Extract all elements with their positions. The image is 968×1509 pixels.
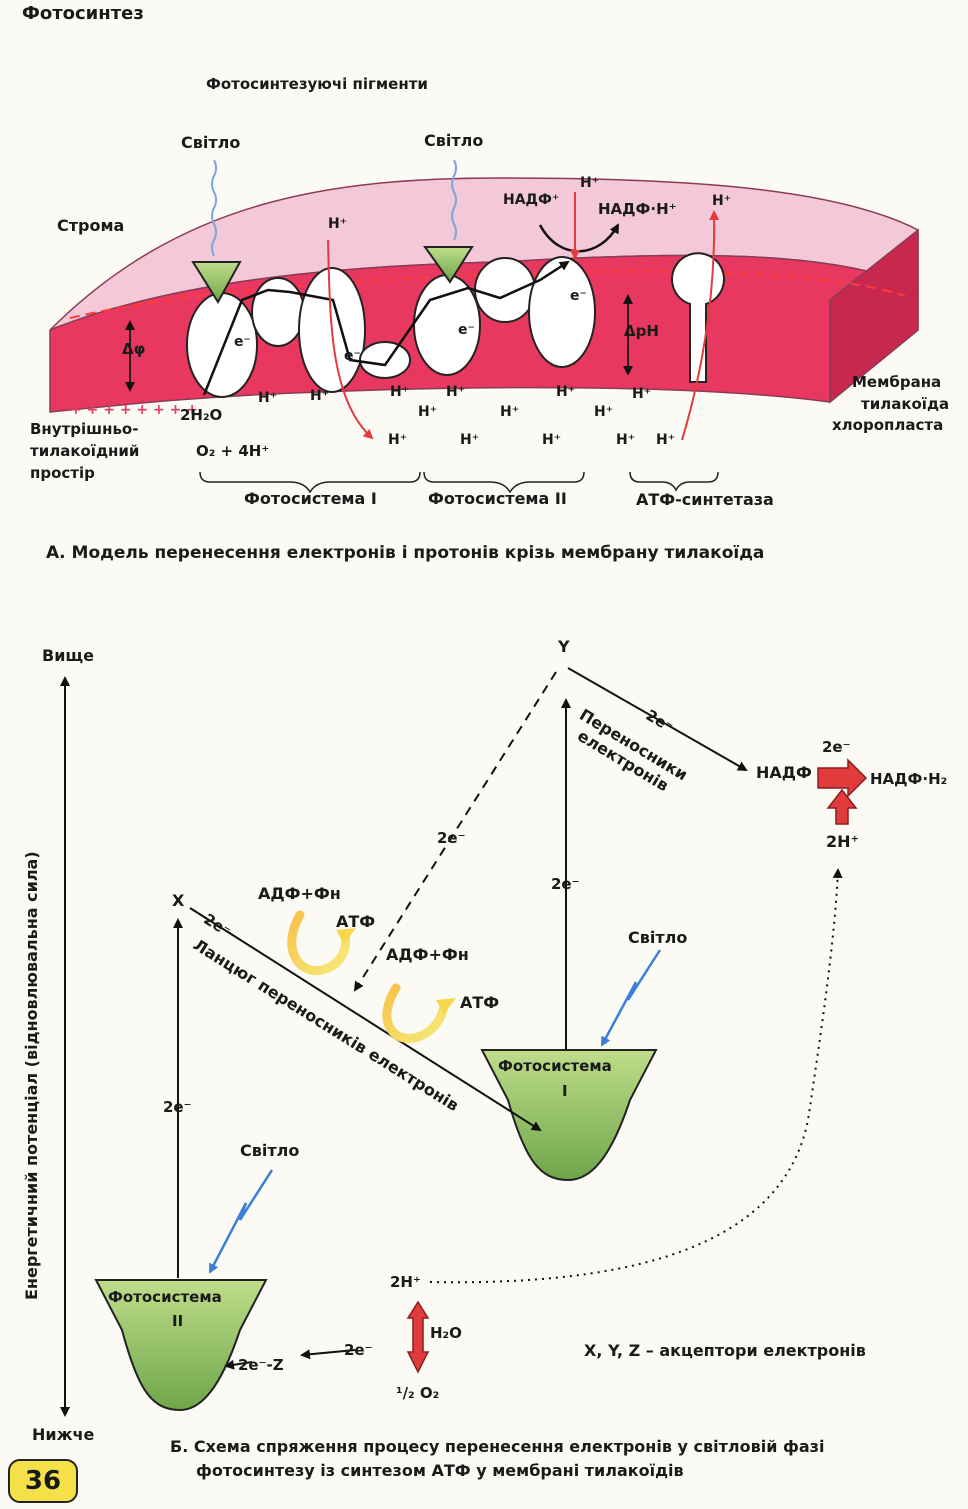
section-braces: [199, 471, 719, 494]
acceptor-y: Y: [558, 637, 570, 656]
inner-space-label: простір: [30, 464, 95, 482]
electron-transfer-arrows: [173, 667, 748, 1370]
water-label: 2H₂O: [180, 406, 223, 424]
nadp-red-arrows: [817, 758, 868, 825]
water-label: H₂O: [430, 1324, 462, 1342]
h-plus-label: Н⁺: [616, 432, 636, 448]
electron-label: e⁻: [234, 334, 251, 350]
atp-cycle-arrowheads: [336, 928, 456, 1014]
atp-synthase-label: АТФ-синтетаза: [636, 490, 774, 509]
two-protons-label: 2H⁺: [826, 832, 859, 851]
photosystem-2-cup: [94, 1279, 268, 1412]
two-electrons-label: 2e⁻: [551, 875, 580, 893]
axis-higher-label: Вище: [42, 646, 94, 665]
gradient-markers: [125, 294, 633, 392]
atp-label-1: АТФ: [336, 912, 376, 931]
water-red-arrow: [406, 1300, 430, 1374]
light-label-ps2: Світло: [240, 1141, 300, 1160]
h-plus-label: Н⁺: [460, 432, 480, 448]
svg-text:+ + + + +: + + + + +: [585, 368, 663, 384]
two-e-z-label: 2e⁻-Z: [238, 1356, 284, 1374]
photosystem-1-cup: [480, 1049, 658, 1182]
nadp-label: НАДФ⁺: [503, 192, 560, 208]
adp-label-1: АДФ+Фн: [258, 884, 341, 903]
h-plus-label: Н⁺: [632, 386, 652, 402]
electron-label: e⁻: [570, 288, 587, 304]
h-plus-label: Н⁺: [656, 432, 676, 448]
electron-label: e⁻: [344, 348, 361, 364]
stroma-label: Строма: [57, 216, 125, 235]
two-protons-label: 2H⁺: [390, 1273, 421, 1291]
light-label-1: Світло: [181, 133, 241, 152]
photosystem-2-label: Фотосистема II: [428, 489, 567, 508]
oxygen-label: ¹/₂ O₂: [396, 1384, 440, 1402]
photosystem-2-title: Фотосистема: [108, 1288, 222, 1306]
svg-text:+ +: + +: [492, 366, 520, 382]
membrane-label: Мембрана: [852, 373, 942, 391]
caption-b-line2: фотосинтезу із синтезом АТФ у мембрані т…: [196, 1461, 684, 1480]
two-electrons-label: 2e⁻: [163, 1098, 192, 1116]
membrane-plus-signs: + + + + + + + + + + + + + + + + +: [70, 366, 663, 418]
h-plus-label: Н⁺: [258, 390, 278, 406]
oxygen-label: O₂ + 4H⁺: [196, 442, 270, 460]
light-label-2: Світло: [424, 131, 484, 150]
proton-flow-arrows: [327, 192, 720, 441]
page-number: 36: [8, 1459, 78, 1503]
h-plus-label: Н⁺: [594, 404, 614, 420]
delta-ph-label: ΔpH: [624, 322, 659, 340]
adp-label-2: АДФ+Фн: [386, 945, 469, 964]
electron-label: e⁻: [458, 322, 475, 338]
two-electrons-label: 2e⁻: [437, 829, 466, 847]
h-plus-label: Н⁺: [712, 193, 732, 209]
delta-phi-label: Δφ: [122, 340, 146, 358]
h-plus-label: Н⁺: [388, 432, 408, 448]
pigments-label: Фотосинтезуючі пігменти: [206, 75, 428, 93]
nadph2-label: НАДФ·Н₂: [870, 770, 948, 788]
two-electrons-label: 2e⁻: [822, 738, 851, 756]
membrane-label: тилакоїда: [861, 395, 950, 413]
atp-cycle-arrows: [287, 910, 449, 1043]
inner-space-label: тилакоїдний: [30, 442, 140, 460]
h-plus-label: Н⁺: [390, 384, 410, 400]
inner-space-label: Внутрішньо-: [30, 420, 139, 438]
light-lightning: [208, 949, 662, 1274]
light-wavy-lines-a: [211, 159, 457, 257]
membrane-label: хлоропласта: [832, 416, 944, 434]
photosystem-1-label: Фотосистема I: [244, 489, 377, 508]
acceptor-x: X: [172, 891, 185, 910]
nadp-label: НАДФ: [756, 763, 812, 782]
energy-axis-label: Енергетичний потенціал (відновлювальна с…: [22, 851, 41, 1300]
h-plus-label: Н⁺: [418, 404, 438, 420]
h-plus-label: Н⁺: [310, 388, 330, 404]
nadph-label: НАДФ·Н⁺: [598, 200, 677, 218]
axis-lower-label: Нижче: [32, 1425, 95, 1444]
h-plus-label: Н⁺: [580, 175, 600, 191]
svg-text:+ +: + +: [262, 376, 290, 392]
caption-b-line1: Б. Схема спряження процесу перенесення е…: [170, 1437, 825, 1456]
page-title: Фотосинтез: [22, 3, 144, 24]
h-plus-label: Н⁺: [328, 216, 348, 232]
h-plus-label: Н⁺: [542, 432, 562, 448]
photosystem-1-title: Фотосистема: [498, 1057, 612, 1075]
pigment-cones: [191, 246, 474, 304]
acceptors-legend: X, Y, Z – акцептори електронів: [584, 1341, 866, 1360]
two-electrons-label: 2e⁻: [344, 1341, 373, 1359]
light-label-ps1: Світло: [628, 928, 688, 947]
photosystem-1-number: I: [562, 1082, 568, 1100]
caption-a: А. Модель перенесення електронів і прото…: [46, 543, 765, 563]
atp-label-2: АТФ: [460, 993, 500, 1012]
photosystem-2-number: II: [172, 1312, 184, 1330]
svg-text:+ + + + + + + +: + + + + + + + +: [70, 402, 198, 418]
h-plus-label: Н⁺: [446, 384, 466, 400]
h-plus-label: Н⁺: [500, 404, 520, 420]
h-plus-label: Н⁺: [556, 384, 576, 400]
